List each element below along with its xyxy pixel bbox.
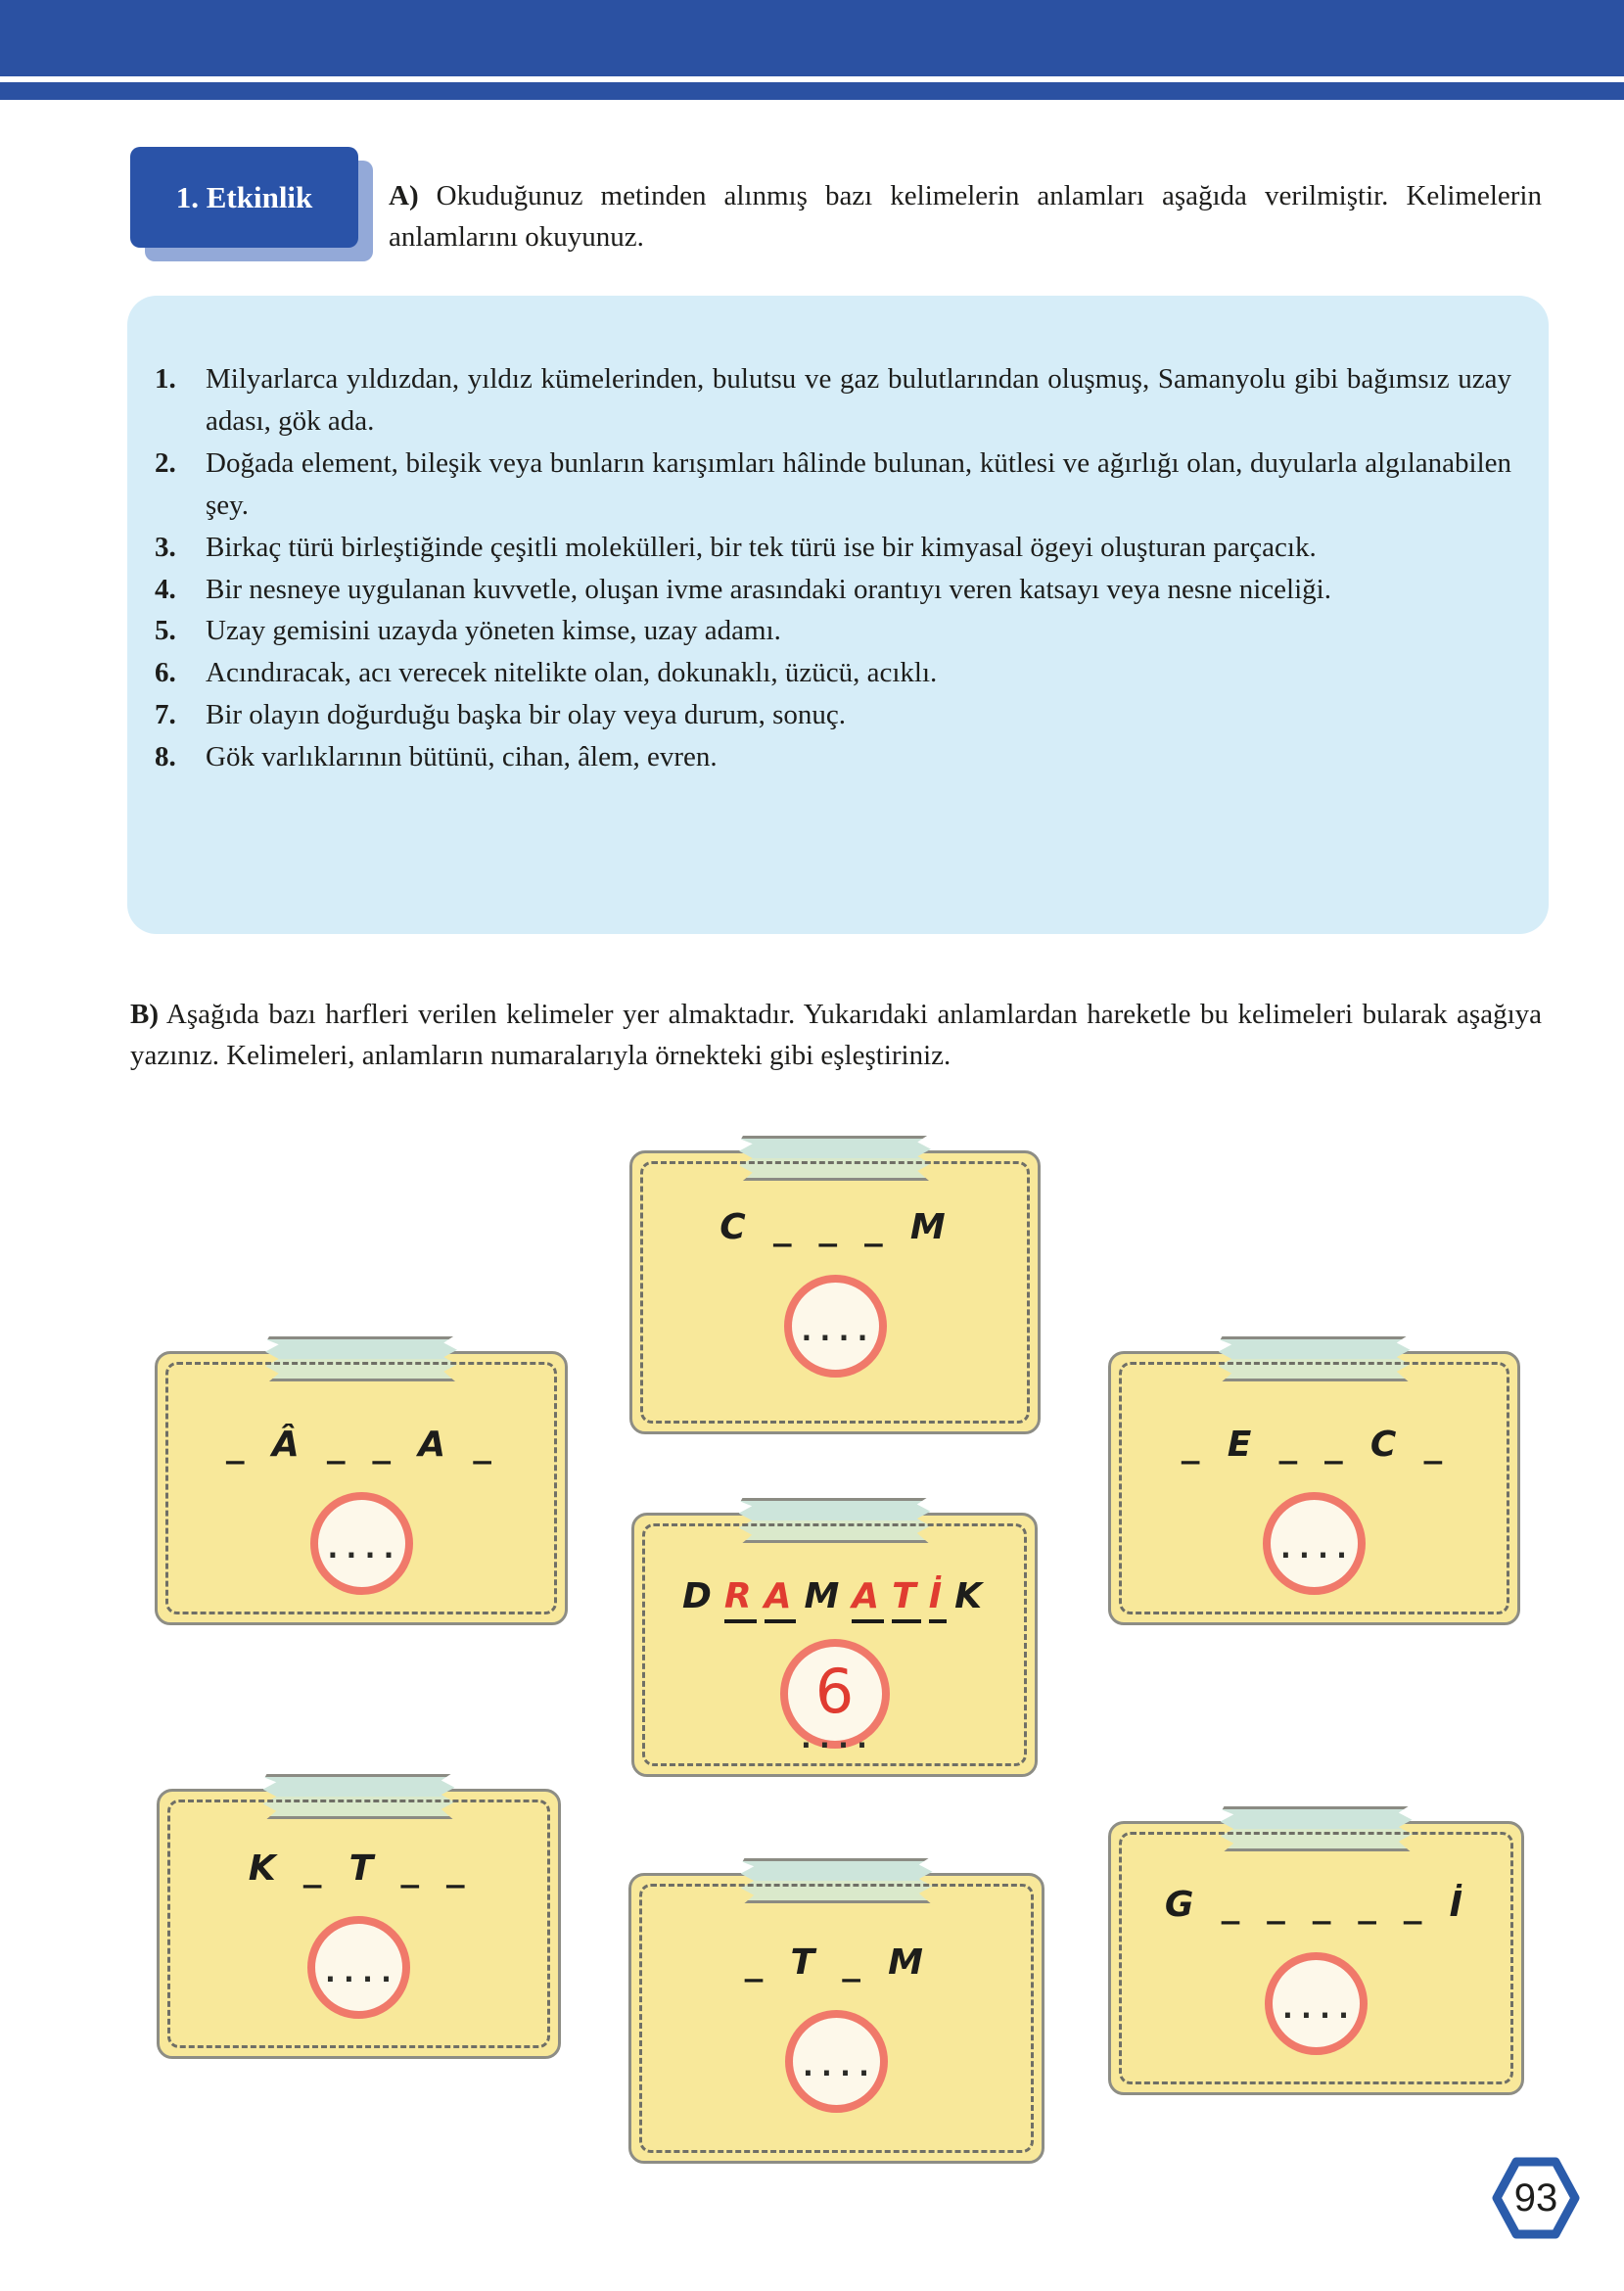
section-a-instructions: A) Okuduğunuz metinden alınmış bazı keli… <box>389 175 1542 257</box>
definition-text: Bir olayın doğurduğu başka bir olay veya… <box>206 699 846 731</box>
answer-circle: 6.... <box>779 1639 890 1753</box>
word-letter: D <box>681 1576 717 1616</box>
word-blanks: K _ T _ _ <box>248 1848 470 1889</box>
answer-number: 6 <box>814 1656 855 1727</box>
card-dashed-border <box>1119 1362 1509 1614</box>
definition-number: 6. <box>155 657 176 689</box>
section-b-text: Aşağıda bazı harfleri verilen kelimeler … <box>130 999 1542 1072</box>
word-card-netice: _ E _ _ C _.... <box>1108 1336 1520 1625</box>
definition-text: Bir nesneye uygulanan kuvvetle, oluşan i… <box>206 573 1331 605</box>
word-blanks: C _ _ _ M <box>719 1207 951 1247</box>
answer-circle: .... <box>307 1916 410 2019</box>
card-dashed-border <box>165 1362 557 1614</box>
answer-circle: .... <box>785 2010 888 2113</box>
answer-circle: .... <box>309 1492 413 1595</box>
word-letter: İ <box>928 1576 948 1623</box>
tape-decoration <box>1220 1806 1413 1851</box>
page-number: 93 <box>1513 2175 1558 2220</box>
word-card-kutle: K _ T _ _.... <box>157 1774 561 2059</box>
tape-decoration <box>265 1336 457 1381</box>
card-dashed-border <box>167 1800 550 2048</box>
definition-item-6: 6. Acındıracak, acı verecek nitelikte ola… <box>155 652 1511 694</box>
definition-item-2: 2. Doğada element, bileşik veya bunların … <box>155 443 1511 527</box>
word-letter: A <box>764 1576 797 1623</box>
word-card-atom: _ T _ M.... <box>628 1858 1044 2164</box>
word-letter: K <box>954 1576 988 1616</box>
word-blanks: G _ _ _ _ _ İ <box>1164 1885 1468 1925</box>
activity-label: 1. Etkinlik <box>175 179 313 214</box>
definition-text: Gök varlıklarının bütünü, cihan, âlem, e… <box>206 741 718 773</box>
definition-number: 3. <box>155 531 176 563</box>
card-dashed-border <box>639 1884 1034 2153</box>
definition-item-7: 7. Bir olayın doğurduğu başka bir olay ve… <box>155 694 1511 736</box>
word-blanks: _ Â _ _ A _ <box>226 1425 496 1465</box>
definition-number: 1. <box>155 363 176 395</box>
definition-text: Uzay gemisini uzayda yöneten kimse, uzay… <box>206 615 781 647</box>
definitions-box: 1. Milyarlarca yıldızdan, yıldız kümeleri… <box>127 296 1549 934</box>
definition-item-3: 3. Birkaç türü birleştiğinde çeşitli mole… <box>155 527 1511 569</box>
answer-circle: .... <box>783 1275 887 1378</box>
word-card-kainat: _ Â _ _ A _.... <box>155 1336 568 1625</box>
header-bar <box>0 0 1624 100</box>
card-dashed-border <box>642 1523 1027 1766</box>
answer-circle: .... <box>1265 1952 1368 2055</box>
tape-decoration <box>262 1774 455 1819</box>
definition-item-5: 5. Uzay gemisini uzayda yöneten kimse, uz… <box>155 610 1511 652</box>
definition-number: 8. <box>155 741 176 773</box>
activity-badge: 1. Etkinlik <box>130 147 358 248</box>
section-a-prefix: A) <box>389 180 419 211</box>
word-letter: M <box>804 1576 845 1616</box>
page-number-badge: 93 <box>1491 2154 1581 2242</box>
tape-decoration <box>739 1136 931 1181</box>
section-a-text: Okuduğunuz metinden alınmış bazı kelimel… <box>389 180 1542 254</box>
definition-number: 7. <box>155 699 176 731</box>
section-b-instructions: B) Aşağıda bazı harfleri verilen kelimel… <box>130 994 1542 1076</box>
tape-decoration <box>738 1498 931 1543</box>
section-b-prefix: B) <box>130 999 159 1030</box>
answer-circle: .... <box>1263 1492 1366 1595</box>
word-blanks: _ T _ M <box>745 1942 928 1983</box>
definition-item-4: 4. Bir nesneye uygulanan kuvvetle, oluşan… <box>155 569 1511 611</box>
word-letter: T <box>892 1576 921 1623</box>
tape-decoration <box>740 1858 933 1903</box>
tape-decoration <box>1218 1336 1411 1381</box>
word-letter: A <box>852 1576 885 1623</box>
word-card-galaksi: G _ _ _ _ _ İ.... <box>1108 1806 1524 2095</box>
definition-text: Doğada element, bileşik veya bunların ka… <box>206 446 1511 521</box>
definition-number: 5. <box>155 615 176 647</box>
word-card-cisim: C _ _ _ M.... <box>629 1136 1041 1434</box>
definition-number: 4. <box>155 573 176 605</box>
card-dashed-border <box>640 1161 1030 1424</box>
definition-item-1: 1. Milyarlarca yıldızdan, yıldız kümeleri… <box>155 358 1511 443</box>
word-letter: R <box>723 1576 757 1623</box>
definition-text: Acındıracak, acı verecek nitelikte olan,… <box>206 657 938 689</box>
definition-text: Birkaç türü birleştiğinde çeşitli molekü… <box>206 531 1317 563</box>
card-dashed-border <box>1119 1832 1513 2084</box>
definition-item-8: 8. Gök varlıklarının bütünü, cihan, âlem,… <box>155 736 1511 778</box>
definition-number: 2. <box>155 446 176 479</box>
hexagon-icon <box>1492 2157 1580 2239</box>
word-blanks: _ E _ _ C _ <box>1182 1425 1447 1465</box>
definition-text: Milyarlarca yıldızdan, yıldız kümelerind… <box>206 363 1511 437</box>
